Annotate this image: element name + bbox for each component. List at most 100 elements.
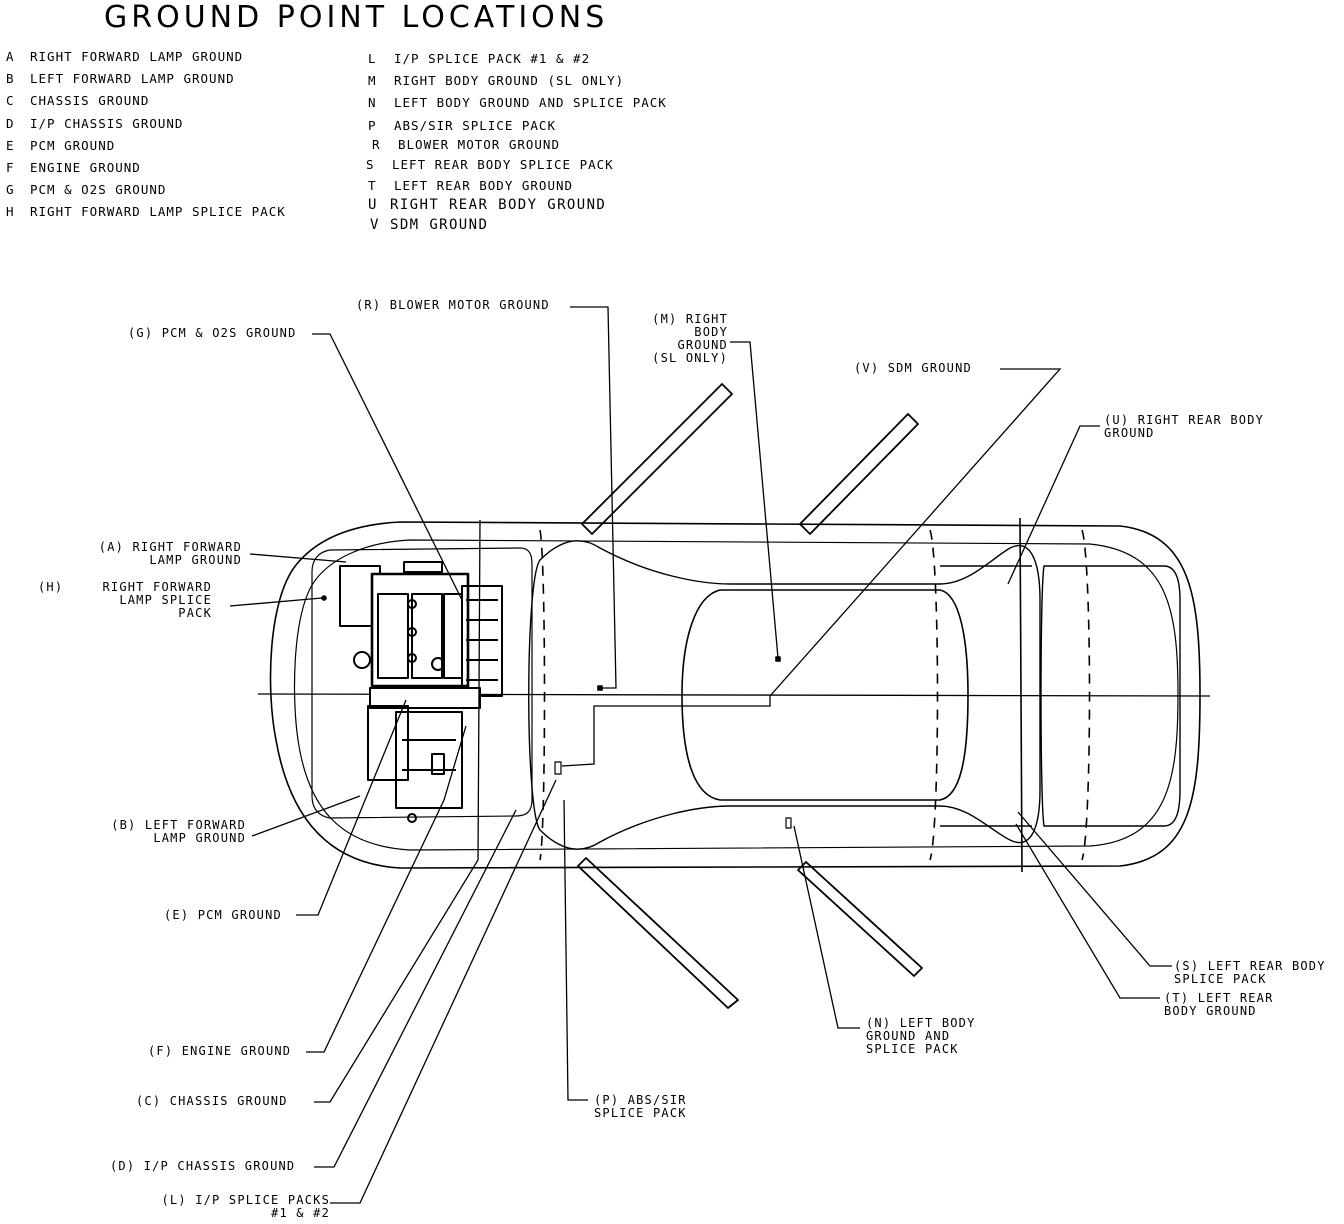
legend-text: RIGHT FORWARD LAMP SPLICE PACK — [30, 204, 286, 219]
roof — [682, 590, 968, 800]
callout-l: (L) I/P SPLICE PACKS #1 & #2 — [161, 1193, 330, 1220]
legend-key: S — [366, 157, 375, 172]
door-rail — [800, 414, 918, 534]
leader-lines — [230, 307, 1172, 1203]
legend-text: RIGHT REAR BODY GROUND — [390, 197, 607, 213]
callout-e: (E) PCM GROUND — [164, 908, 282, 922]
leader-u — [1008, 426, 1100, 584]
engine-compartment — [312, 548, 532, 818]
ground-marker-n — [786, 818, 791, 828]
callout-n: (N) LEFT BODY GROUND AND SPLICE PACK — [866, 1016, 976, 1056]
ground-marker-p — [555, 762, 561, 774]
leader-v — [562, 369, 1060, 766]
callout-r: (R) BLOWER MOTOR GROUND — [356, 298, 550, 312]
legend-item: H RIGHT FORWARD LAMP SPLICE PACK — [6, 205, 286, 219]
leader-p — [564, 800, 588, 1100]
legend-item: V SDM GROUND — [370, 218, 488, 232]
legend-item: T LEFT REAR BODY GROUND — [368, 179, 573, 193]
rear-deck-line — [1020, 518, 1022, 872]
leader-m — [730, 342, 778, 658]
leader-g — [312, 334, 462, 600]
legend-key: L — [368, 51, 377, 66]
callout-p: (P) ABS/SIR SPLICE PACK — [594, 1093, 687, 1120]
rear-door-seam — [930, 530, 938, 860]
leader-e — [296, 700, 406, 915]
leader-b — [252, 796, 360, 836]
callout-d: (D) I/P CHASSIS GROUND — [110, 1159, 296, 1173]
engine-assembly — [340, 562, 502, 822]
legend-text: BLOWER MOTOR GROUND — [398, 137, 560, 152]
leader-c — [314, 520, 480, 1102]
door-rail — [582, 384, 732, 534]
legend-key: F — [6, 160, 15, 175]
legend-key: C — [6, 93, 15, 108]
legend-text: CHASSIS GROUND — [30, 93, 150, 108]
leader-n — [794, 826, 860, 1028]
legend-key: U — [368, 197, 378, 213]
body-outline — [271, 522, 1200, 868]
legend-item: N LEFT BODY GROUND AND SPLICE PACK — [368, 96, 667, 110]
callout-f: (F) ENGINE GROUND — [148, 1044, 292, 1058]
legend-text: LEFT BODY GROUND AND SPLICE PACK — [394, 95, 667, 110]
callout-t: (T) LEFT REAR BODY GROUND — [1164, 991, 1274, 1018]
legend-item: R BLOWER MOTOR GROUND — [372, 138, 560, 152]
page-title: GROUND POINT LOCATIONS — [104, 0, 609, 35]
callout-g: (G) PCM & O2S GROUND — [128, 326, 297, 340]
callout-b: (B) LEFT FORWARD LAMP GROUND — [111, 818, 246, 845]
legend-item: U RIGHT REAR BODY GROUND — [368, 198, 606, 212]
legend-text: I/P CHASSIS GROUND — [30, 116, 184, 131]
door-rail — [578, 858, 738, 1008]
legend-key: B — [6, 71, 15, 86]
legend-item: B LEFT FORWARD LAMP GROUND — [6, 72, 235, 86]
leader-d — [314, 810, 516, 1167]
legend-text: SDM GROUND — [390, 217, 489, 233]
legend-item: M RIGHT BODY GROUND (SL ONLY) — [368, 74, 624, 88]
leader-a — [250, 554, 346, 562]
trunk-seam — [1082, 530, 1090, 860]
callout-c: (C) CHASSIS GROUND — [136, 1094, 288, 1108]
callout-h: RIGHT FORWARD LAMP SPLICE PACK — [102, 580, 212, 620]
leader-h — [230, 598, 322, 606]
door-rails — [578, 384, 922, 1008]
rear-window — [1041, 566, 1180, 826]
legend-key: R — [372, 137, 381, 152]
leader-t — [1016, 824, 1160, 998]
legend-key: T — [368, 178, 377, 193]
legend-key: H — [6, 204, 15, 219]
door-rail — [798, 862, 922, 976]
legend-key: V — [370, 217, 380, 233]
callout-s: (S) LEFT REAR BODY SPLICE PACK — [1174, 959, 1326, 986]
leader-f — [306, 726, 466, 1052]
front-door-seam — [540, 530, 545, 860]
legend-text: RIGHT BODY GROUND (SL ONLY) — [394, 73, 625, 88]
legend-item: E PCM GROUND — [6, 139, 115, 153]
legend-text: PCM GROUND — [30, 138, 116, 153]
legend-text: LEFT FORWARD LAMP GROUND — [30, 71, 235, 86]
legend-key: D — [6, 116, 15, 131]
legend-text: PCM & O2S GROUND — [30, 182, 167, 197]
legend-key: A — [6, 49, 15, 64]
leader-r — [570, 307, 616, 688]
legend-key: P — [368, 118, 377, 133]
legend-key: N — [368, 95, 377, 110]
legend-item: D I/P CHASSIS GROUND — [6, 117, 183, 131]
cabin-outline — [529, 541, 1040, 849]
legend-text: ENGINE GROUND — [30, 160, 141, 175]
legend-text: LEFT REAR BODY GROUND — [394, 178, 574, 193]
callout-a: (A) RIGHT FORWARD LAMP GROUND — [98, 540, 242, 567]
callout-h-key: (H) — [38, 580, 64, 594]
legend-item: C CHASSIS GROUND — [6, 94, 149, 108]
callout-v: (V) SDM GROUND — [854, 361, 972, 375]
leader-l — [330, 780, 556, 1203]
legend-text: LEFT REAR BODY SPLICE PACK — [392, 157, 614, 172]
legend-text: I/P SPLICE PACK #1 & #2 — [394, 51, 591, 66]
legend-key: M — [368, 73, 377, 88]
legend-key: E — [6, 138, 15, 153]
legend-item: F ENGINE GROUND — [6, 161, 141, 175]
legend-item: L I/P SPLICE PACK #1 & #2 — [368, 52, 590, 66]
